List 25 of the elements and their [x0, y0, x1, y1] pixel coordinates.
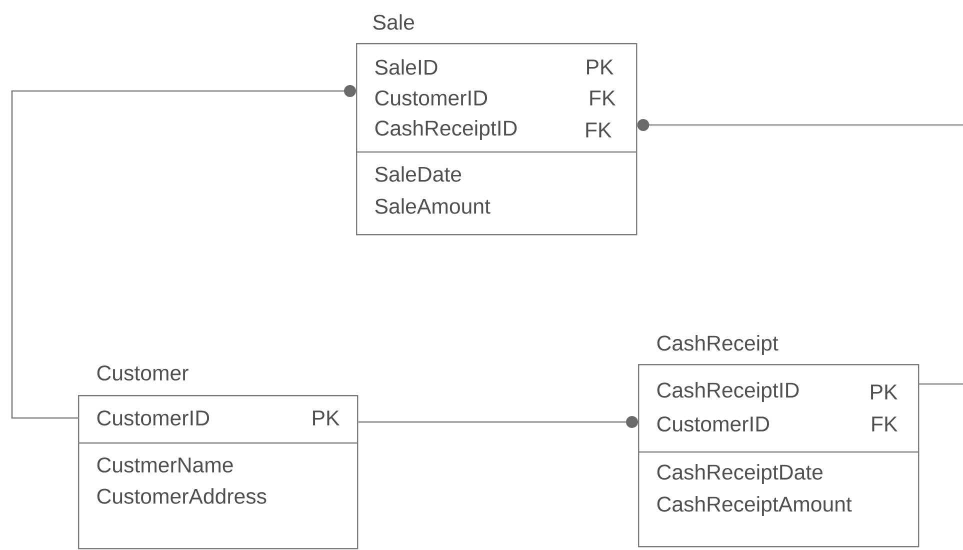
key-field: CustomerID — [375, 90, 488, 106]
attribute-field: CashReceiptDate — [657, 464, 822, 484]
entity-title: CashReceipt — [657, 335, 778, 355]
connector — [919, 383, 963, 385]
key-field: CustomerID — [97, 410, 210, 426]
key-marker: FK — [590, 90, 616, 106]
connector — [358, 416, 638, 428]
key-field: CustomerID — [657, 416, 770, 432]
attribute-field: CustomerAddress — [97, 488, 266, 504]
key-marker: FK — [586, 122, 612, 138]
entity-title: Customer — [97, 365, 188, 381]
key-marker: PK — [871, 384, 898, 400]
attribute-field: SaleAmount — [375, 198, 490, 214]
key-marker: PK — [313, 410, 340, 426]
key-marker: FK — [872, 416, 898, 432]
attribute-field: SaleDate — [375, 166, 462, 182]
attribute-field: CashReceiptAmount — [657, 496, 852, 516]
key-field: CashReceiptID — [375, 120, 517, 140]
key-field: CashReceiptID — [657, 382, 799, 402]
key-marker: PK — [587, 60, 614, 74]
entity-title: Sale — [373, 14, 414, 30]
key-field: SaleID — [375, 59, 438, 75]
connector — [637, 119, 963, 131]
connector — [11, 85, 356, 419]
attribute-field: CustmerName — [97, 457, 233, 473]
